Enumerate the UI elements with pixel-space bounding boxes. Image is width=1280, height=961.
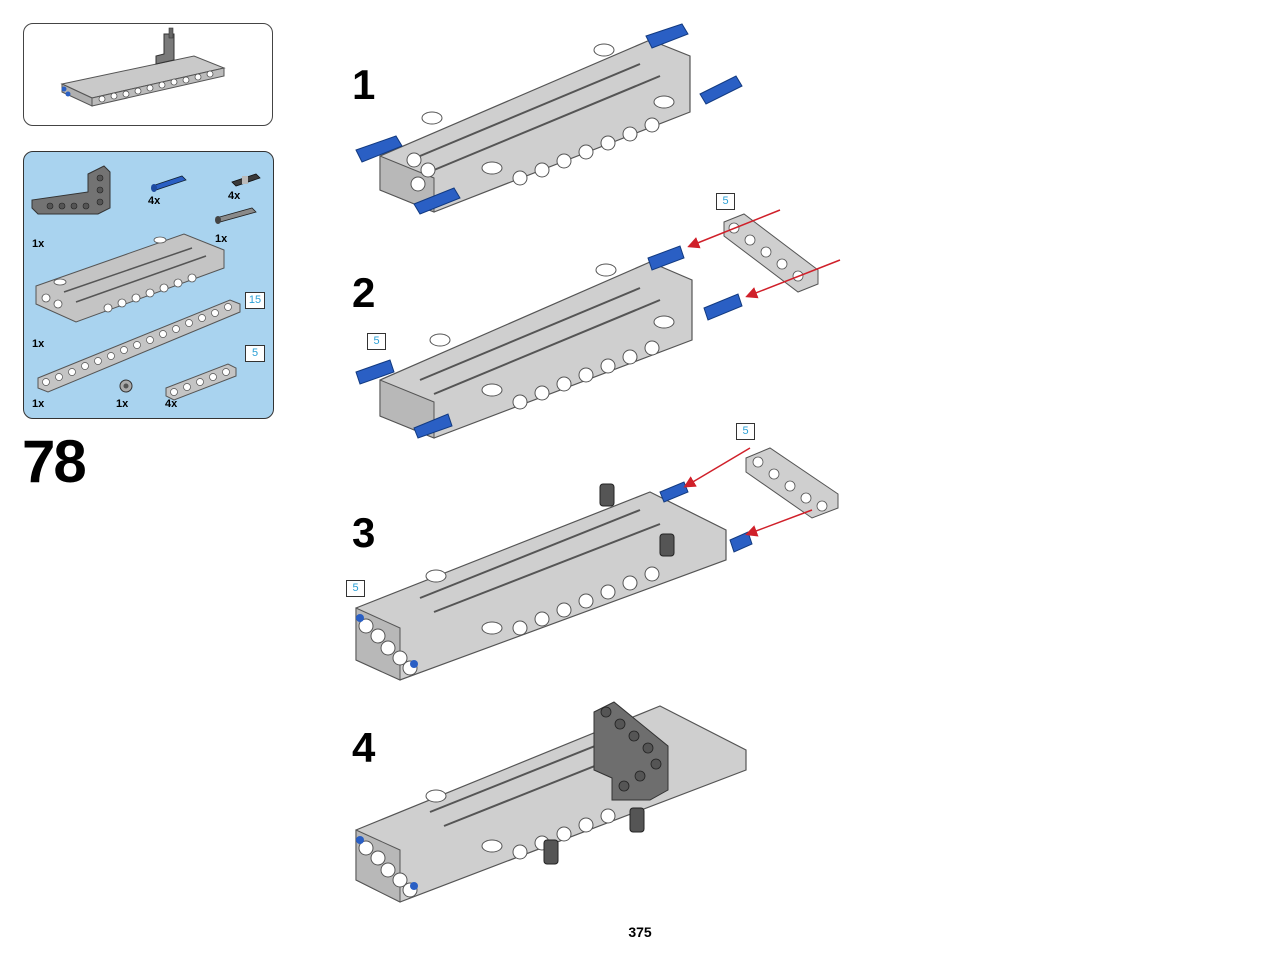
qty-bush: 1x bbox=[116, 398, 129, 410]
main-step-number: 78 bbox=[22, 428, 87, 495]
l-beam-image bbox=[31, 165, 111, 215]
qty-blue-pin: 4x bbox=[148, 195, 161, 207]
step-1-assembly bbox=[355, 23, 743, 215]
sub-step-1-number: 1 bbox=[352, 61, 376, 108]
step-2-assembly bbox=[355, 209, 841, 439]
length-badge-15: 15 bbox=[245, 292, 265, 309]
sub-step-4-number: 4 bbox=[352, 724, 376, 771]
page-number: 375 bbox=[628, 924, 652, 940]
blue-pin-image bbox=[151, 175, 187, 192]
qty-grey-axle-pin: 1x bbox=[215, 233, 228, 245]
step-3-assembly bbox=[355, 447, 839, 681]
callout-step3-left-length: 5 bbox=[346, 580, 365, 597]
callout-step2-left-length: 5 bbox=[367, 333, 386, 350]
panel-image bbox=[35, 233, 225, 323]
grey-axle-pin-image bbox=[215, 207, 257, 224]
step-4-assembly bbox=[355, 701, 747, 903]
qty-beam-15: 1x bbox=[32, 398, 45, 410]
assembly-preview bbox=[23, 23, 273, 126]
qty-black-pin: 4x bbox=[228, 190, 241, 202]
sub-step-2-number: 2 bbox=[352, 269, 376, 316]
beam-5-image bbox=[165, 363, 237, 401]
preview-assembly-image bbox=[60, 27, 226, 107]
parts-images bbox=[31, 165, 261, 401]
length-badge-5: 5 bbox=[245, 345, 265, 362]
callout-step2-beam-length: 5 bbox=[716, 193, 735, 210]
qty-panel: 1x bbox=[32, 338, 45, 350]
bush-image bbox=[119, 379, 133, 393]
sub-step-3-number: 3 bbox=[352, 509, 376, 556]
qty-beam-5: 4x bbox=[165, 398, 178, 410]
qty-l-beam: 1x bbox=[32, 238, 45, 250]
parts-list: 1x 4x 4x 1x 1x 1x 1x 4x 15 5 bbox=[23, 151, 274, 419]
black-pin-image bbox=[231, 173, 261, 187]
callout-step3-beam-length: 5 bbox=[736, 423, 755, 440]
beam-15-image bbox=[37, 299, 241, 393]
